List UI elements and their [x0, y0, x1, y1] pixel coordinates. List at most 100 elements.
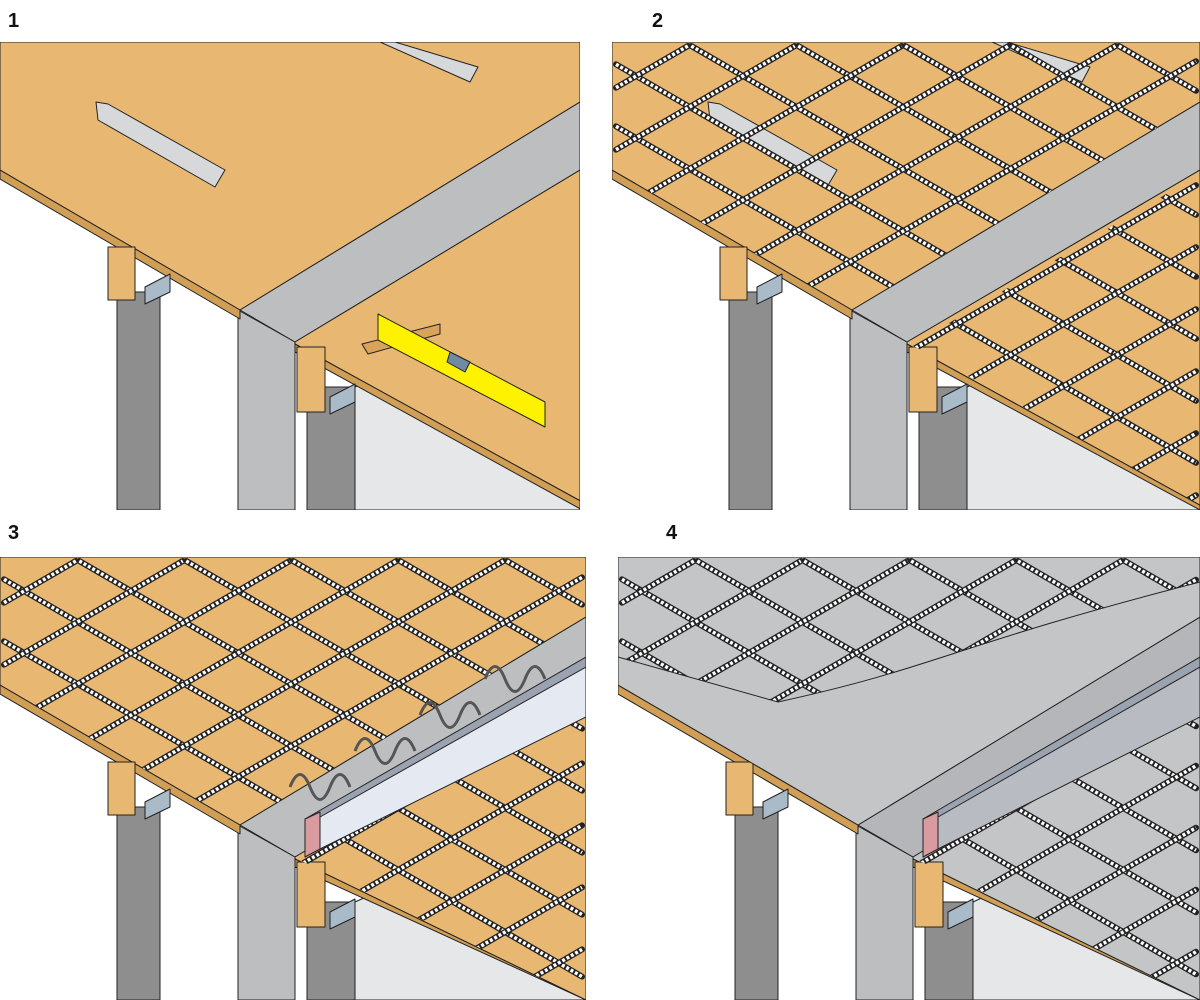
rebar — [616, 498, 629, 506]
rebar — [912, 174, 1199, 280]
rebar — [613, 43, 905, 215]
rebar-ribs — [918, 689, 1197, 914]
rebar — [503, 558, 585, 608]
rebar-ribs — [918, 689, 1197, 976]
rebar — [918, 689, 1199, 978]
rebar-ribs — [622, 951, 699, 996]
rebar — [616, 436, 736, 506]
rebar — [912, 174, 1199, 466]
beam-right — [908, 346, 938, 413]
rebar-outline — [616, 436, 736, 506]
rebar — [613, 43, 798, 153]
rebar-outline — [912, 174, 1199, 280]
rebar-outline — [4, 951, 81, 996]
column-left — [116, 291, 161, 510]
rebar-ribs — [621, 559, 802, 667]
rebar — [300, 689, 585, 918]
joint-top-strip — [239, 101, 580, 343]
rebar-outline — [616, 436, 736, 506]
rebar — [4, 951, 81, 996]
stopend-end — [304, 811, 321, 858]
right-slab-top — [294, 169, 580, 502]
illustration-svg — [0, 42, 580, 510]
connector-loop — [353, 737, 417, 765]
spacer-bar — [379, 42, 479, 83]
rebar — [918, 762, 1199, 999]
rebar — [622, 951, 699, 996]
rebar-ribs — [4, 951, 81, 996]
rebar-ribs — [3, 577, 583, 825]
rebar-ribs — [3, 559, 77, 605]
rebar-ribs — [506, 559, 583, 607]
rebar-ribs — [912, 245, 1197, 506]
poured-concrete-left — [618, 581, 1200, 826]
right-slab-edge — [906, 343, 1200, 510]
right-slab-edge — [294, 343, 580, 510]
rebar-ribs — [616, 436, 736, 506]
spacer-bar — [95, 101, 226, 188]
rebar-outline — [912, 174, 1199, 466]
step-label-4: 4 — [666, 522, 678, 544]
left-slab-edge — [0, 684, 241, 835]
beam-left — [107, 246, 136, 301]
bracket-left — [144, 788, 171, 820]
rebar-ribs — [4, 951, 81, 996]
rebar — [613, 43, 691, 91]
beam-right — [914, 861, 944, 928]
bracket-right — [947, 898, 974, 930]
step-3-illustration — [0, 557, 586, 1000]
rebar — [918, 689, 1199, 916]
rebar-ribs — [797, 44, 1197, 279]
rebar-ribs — [3, 559, 291, 729]
rebar-outline — [622, 951, 699, 996]
rebar-ribs — [292, 559, 583, 731]
spirit-level-vial — [446, 351, 471, 373]
step-2-illustration — [612, 42, 1200, 510]
rebar-ribs — [615, 44, 796, 152]
rebar — [1, 558, 293, 730]
rebar-ribs — [1124, 559, 1197, 604]
rebar — [613, 58, 1199, 310]
rebar-ribs — [616, 498, 629, 506]
step-label-1: 1 — [8, 10, 20, 32]
step-label-2: 2 — [652, 10, 664, 32]
step-label-3: 3 — [8, 522, 20, 544]
right-slab-edge — [912, 858, 1200, 1000]
rebar — [1115, 43, 1199, 94]
rebar-ribs — [3, 575, 583, 825]
rebar-ribs — [615, 44, 903, 214]
bracket-left — [756, 273, 783, 305]
rebar-outline — [912, 174, 1199, 404]
rebar-ribs — [621, 559, 695, 605]
connector-loop — [288, 773, 352, 801]
rebar — [912, 182, 1199, 506]
joint-vertical-strip — [849, 309, 908, 510]
bracket-right — [329, 898, 356, 930]
joint-top-strip — [851, 101, 1200, 343]
column-left — [734, 806, 779, 1000]
rebar — [616, 498, 629, 506]
rebar-ribs — [615, 59, 1197, 310]
rebar-outline — [616, 498, 629, 506]
rebar-ribs — [300, 689, 583, 917]
rebar-ribs — [918, 689, 1197, 852]
column-left — [728, 291, 773, 510]
column-left — [116, 806, 161, 1000]
step-4-illustration — [618, 557, 1200, 1000]
illustration-svg — [0, 557, 586, 1000]
rebar-ribs — [300, 761, 583, 998]
rebar — [1, 574, 585, 825]
rebar-ribs — [3, 559, 184, 667]
joint-top-strip — [239, 616, 586, 858]
rebar — [4, 951, 81, 996]
rebar-ribs — [615, 44, 689, 90]
bracket-right — [941, 383, 968, 415]
rebar-ribs — [918, 764, 1197, 998]
connector-loop — [418, 701, 482, 729]
bracket-right — [329, 383, 356, 415]
left-slab-edge — [0, 169, 241, 320]
illustration-svg — [618, 557, 1200, 1000]
rebar — [622, 951, 699, 996]
connector-loop — [483, 665, 547, 693]
rebar — [1, 558, 186, 668]
